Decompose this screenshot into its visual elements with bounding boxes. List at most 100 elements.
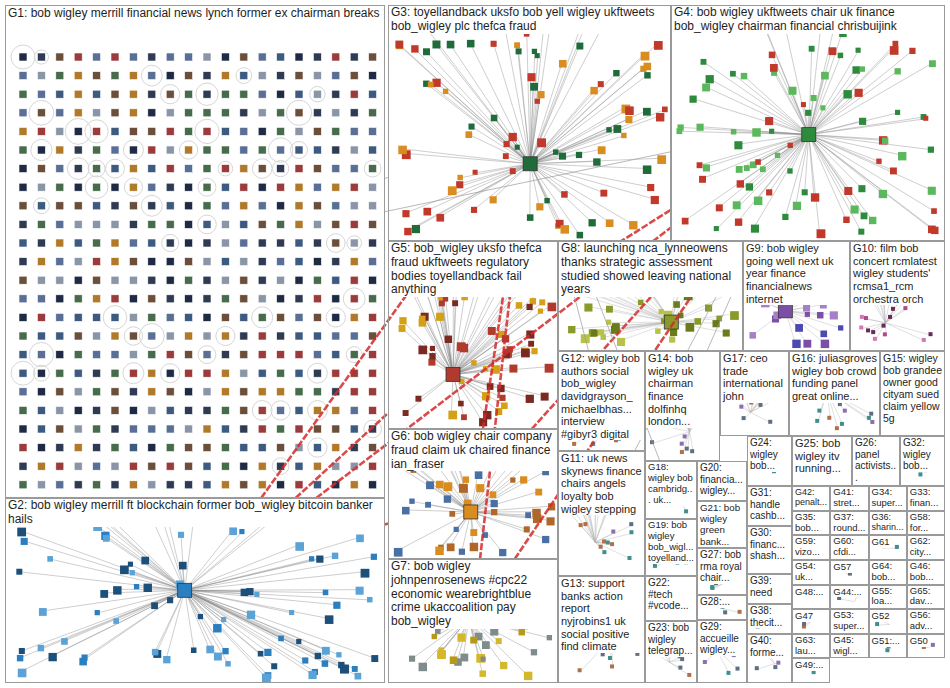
vertex-icon (694, 318, 701, 325)
vertex-icon (258, 146, 266, 154)
vertex-icon (166, 220, 174, 228)
vertex-icon (81, 654, 87, 660)
vertex-icon (475, 471, 483, 479)
vertex-icon (751, 225, 759, 233)
vertex-link (809, 135, 854, 209)
vertex-icon (56, 313, 64, 321)
vertex-icon (295, 313, 303, 321)
vertex-icon (166, 444, 174, 452)
vertex-icon (240, 481, 248, 489)
vertex-icon (93, 332, 101, 340)
vertex-link (446, 92, 530, 164)
vertex-link (530, 164, 646, 169)
vertex-link (185, 590, 268, 651)
vertex-icon (499, 549, 506, 556)
vertex-icon (185, 258, 193, 266)
vertex-icon (313, 406, 321, 414)
vertex-icon (514, 42, 520, 48)
vertex-icon (179, 562, 187, 570)
vertex-icon (166, 295, 174, 303)
vertex-icon (608, 656, 612, 660)
vertex-icon (240, 295, 248, 303)
vertex-icon (803, 304, 810, 311)
vertex-icon (490, 196, 497, 203)
vertex-icon (356, 587, 364, 595)
vertex-link (530, 55, 643, 164)
vertex-icon (240, 462, 248, 470)
vertex-icon (111, 90, 119, 98)
vertex-icon (621, 133, 626, 138)
vertex-icon (56, 127, 64, 135)
vertex-link (744, 76, 809, 135)
vertex-link (82, 590, 184, 661)
vertex-link (738, 135, 809, 222)
vertex-link (733, 74, 809, 135)
vertex-icon (203, 239, 211, 247)
vertex-icon (203, 332, 211, 340)
vertex-ring (343, 288, 365, 310)
vertex-icon (296, 639, 301, 644)
vertex-icon (203, 369, 211, 377)
vertex-icon (598, 81, 604, 87)
vertex-link (104, 535, 184, 591)
vertex-icon (129, 146, 137, 154)
vertex-icon (111, 183, 119, 191)
vertex-icon (404, 228, 411, 235)
vertex-icon (870, 420, 874, 424)
vertex-icon (295, 332, 303, 340)
vertex-icon (93, 146, 101, 154)
vertex-icon (295, 425, 303, 433)
vertex-link (809, 117, 924, 135)
vertex-link (582, 526, 596, 542)
vertex-icon (677, 124, 683, 130)
vertex-link (185, 590, 343, 667)
vertex-icon (166, 146, 174, 154)
vertex-icon (295, 183, 303, 191)
vertex-ring (139, 324, 164, 349)
vertex-icon (590, 87, 598, 95)
vertex-icon (860, 66, 865, 71)
vertex-icon (332, 406, 340, 414)
vertex-icon (476, 484, 484, 492)
vertex-icon (56, 72, 64, 80)
vertex-ring (103, 306, 127, 330)
vertex-icon (148, 295, 156, 303)
vertex-icon (240, 276, 248, 284)
vertex-link (412, 502, 470, 512)
vertex-icon (838, 402, 842, 406)
vertex-link (20, 531, 184, 591)
vertex-icon (185, 146, 193, 154)
vertex-icon (221, 388, 229, 396)
vertex-icon (295, 109, 303, 117)
vertex-icon (129, 406, 137, 414)
vertex-icon (535, 489, 542, 496)
vertex-icon (262, 674, 271, 683)
vertex-icon (613, 125, 621, 133)
vertex-icon (683, 434, 687, 438)
vertex-icon (185, 202, 193, 210)
vertex-icon (577, 232, 584, 239)
vertex-icon (742, 416, 746, 420)
vertex-icon (56, 276, 64, 284)
vertex-icon (350, 332, 358, 340)
vertex-icon (350, 388, 358, 396)
vertex-icon (503, 153, 509, 159)
vertex-icon (859, 118, 866, 125)
vertex-icon (537, 91, 544, 98)
vertex-link (742, 408, 750, 413)
vertex-icon (240, 90, 248, 98)
vertex-icon (838, 325, 843, 330)
vertex-icon (792, 340, 800, 348)
vertex-icon (504, 141, 510, 147)
vertex-icon (56, 90, 64, 98)
vertex-icon (350, 127, 358, 135)
vertex-icon (820, 331, 827, 338)
vertex-link (706, 135, 809, 168)
vertex-icon (18, 669, 27, 678)
vertex-icon (111, 295, 119, 303)
vertex-icon (19, 239, 27, 247)
vertex-icon (19, 258, 27, 266)
vertex-icon (499, 395, 505, 401)
vertex-icon (775, 153, 780, 158)
vertex-icon (369, 146, 377, 154)
